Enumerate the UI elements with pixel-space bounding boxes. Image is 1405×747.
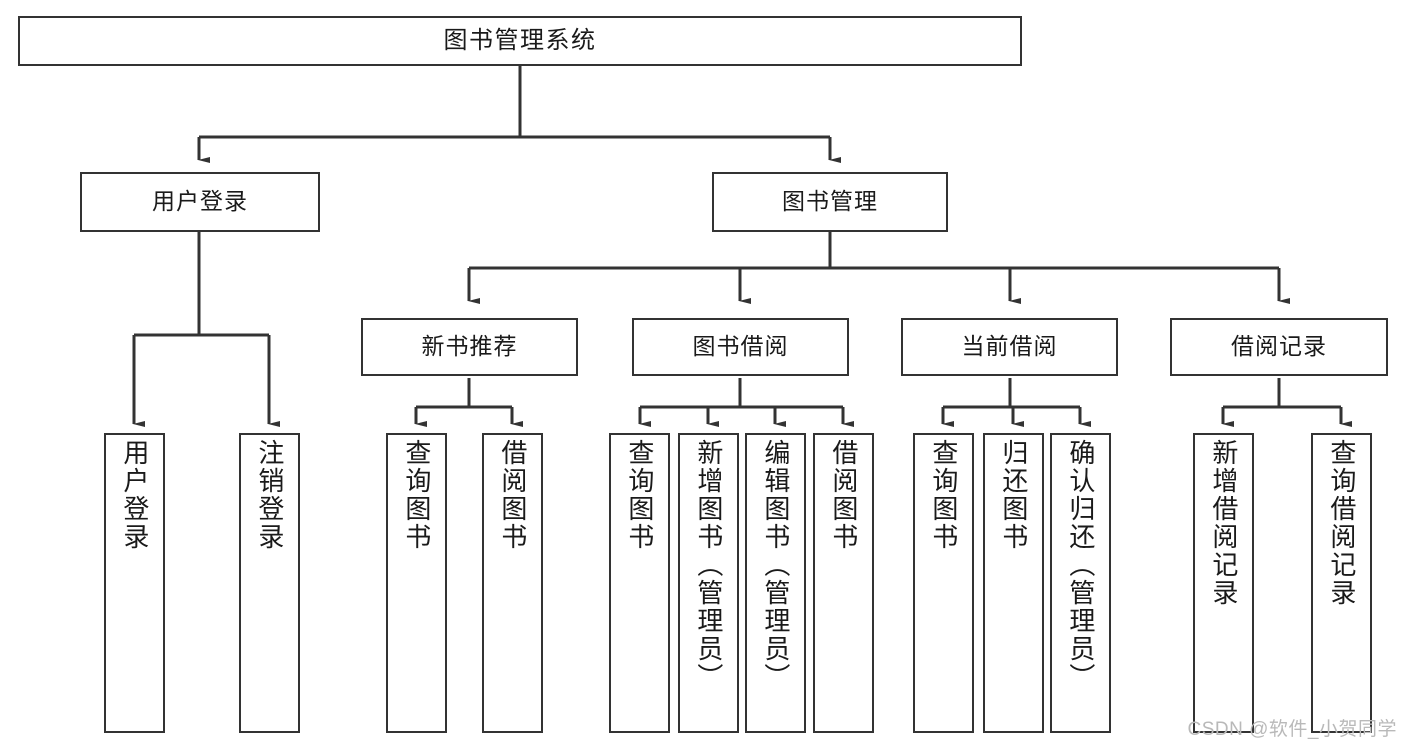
node-label: 新书推荐 (421, 333, 518, 360)
node-borrow-record[interactable]: 借阅记录 (1170, 318, 1388, 376)
node-label: 查询借阅记录 (1326, 439, 1357, 607)
node-label: 图书借阅 (692, 333, 789, 360)
node-label: 图书管理 (782, 188, 878, 215)
node-label: 归还图书 (998, 439, 1029, 551)
leaf-current-borrow-confirm-return-admin[interactable]: 确认归还（管理员） (1050, 433, 1111, 733)
node-label: 借阅图书 (828, 439, 859, 551)
leaf-user-login-login[interactable]: 用户登录 (104, 433, 165, 733)
leaf-current-borrow-return-book[interactable]: 归还图书 (983, 433, 1044, 733)
node-label: 用户登录 (152, 188, 248, 215)
node-label: 当前借阅 (961, 333, 1058, 360)
node-label: 图书管理系统 (443, 26, 597, 54)
leaf-book-borrow-borrow-book[interactable]: 借阅图书 (813, 433, 874, 733)
node-user-login[interactable]: 用户登录 (80, 172, 320, 232)
leaf-book-borrow-edit-book-admin[interactable]: 编辑图书（管理员） (745, 433, 806, 733)
leaf-borrow-record-add-record[interactable]: 新增借阅记录 (1193, 433, 1254, 733)
node-label: 注销登录 (254, 439, 285, 551)
node-label: 新增借阅记录 (1208, 439, 1239, 607)
leaf-current-borrow-query-book[interactable]: 查询图书 (913, 433, 974, 733)
leaf-borrow-record-query-record[interactable]: 查询借阅记录 (1311, 433, 1372, 733)
leaf-book-borrow-add-book-admin[interactable]: 新增图书（管理员） (678, 433, 739, 733)
leaf-new-book-borrow-book[interactable]: 借阅图书 (482, 433, 543, 733)
node-label: 查询图书 (928, 439, 959, 551)
node-label: 查询图书 (401, 439, 432, 551)
node-root-book-management-system[interactable]: 图书管理系统 (18, 16, 1022, 66)
node-label: 确认归还（管理员） (1065, 439, 1096, 691)
node-new-book-recommend[interactable]: 新书推荐 (361, 318, 578, 376)
node-label: 用户登录 (119, 439, 150, 551)
node-book-borrow[interactable]: 图书借阅 (632, 318, 849, 376)
node-label: 借阅记录 (1231, 333, 1327, 360)
leaf-new-book-query-book[interactable]: 查询图书 (386, 433, 447, 733)
node-book-management[interactable]: 图书管理 (712, 172, 948, 232)
watermark: CSDN @软件_小贺同学 (1187, 719, 1397, 740)
node-label: 编辑图书（管理员） (760, 439, 791, 691)
leaf-book-borrow-query-book[interactable]: 查询图书 (609, 433, 670, 733)
node-label: 借阅图书 (497, 439, 528, 551)
node-label: 查询图书 (624, 439, 655, 551)
leaf-user-login-logout[interactable]: 注销登录 (239, 433, 300, 733)
node-label: 新增图书（管理员） (693, 439, 724, 691)
node-current-borrow[interactable]: 当前借阅 (901, 318, 1118, 376)
